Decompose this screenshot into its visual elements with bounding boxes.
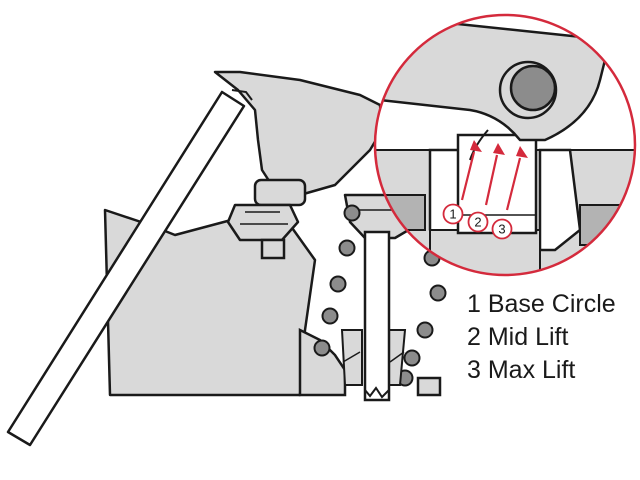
rocker-stud xyxy=(226,178,307,260)
marker-1: 1 xyxy=(442,203,464,225)
lift-arrows xyxy=(460,140,528,211)
lift-legend: 1 Base Circle 2 Mid Lift 3 Max Lift xyxy=(467,288,616,387)
legend-item-base-circle: 1 Base Circle xyxy=(467,290,616,318)
marker-label: 3 xyxy=(498,222,505,237)
valve-spring xyxy=(313,204,447,387)
marker-label: 2 xyxy=(474,215,481,230)
marker-label: 1 xyxy=(449,207,456,222)
zoom-callout xyxy=(373,13,637,277)
pushrod xyxy=(6,90,246,447)
rocker-arm xyxy=(213,70,384,197)
arrow-head-icon xyxy=(493,143,505,155)
arrow-head-icon xyxy=(470,140,482,152)
legend-item-mid-lift: 2 Mid Lift xyxy=(467,323,569,351)
legend-item-max-lift: 3 Max Lift xyxy=(467,356,576,384)
valve-guide xyxy=(340,329,407,386)
marker-3: 3 xyxy=(491,218,513,240)
arrow-head-icon xyxy=(516,146,528,158)
marker-2: 2 xyxy=(467,211,489,233)
valve-stem xyxy=(363,230,391,402)
